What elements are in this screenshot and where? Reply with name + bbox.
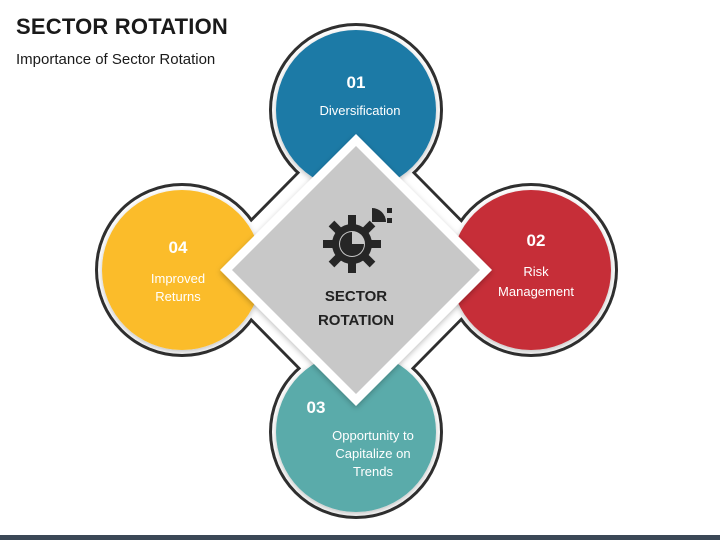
page-subtitle: Importance of Sector Rotation [16, 51, 216, 68]
center-title-line-2: ROTATION [318, 312, 394, 329]
circle-diversification [276, 30, 436, 190]
circle-opportunity [276, 352, 436, 512]
item-label-diversification: Diversification [320, 103, 401, 118]
item-label-capitalize: Capitalize on [335, 446, 410, 461]
circle-risk-management [451, 190, 611, 350]
item-number-02: 02 [527, 231, 546, 250]
item-label-improved: Improved [151, 271, 205, 286]
circle-improved-returns [102, 190, 262, 350]
item-label-management: Management [498, 284, 574, 299]
item-label-trends: Trends [353, 464, 393, 479]
item-label-risk: Risk [523, 264, 549, 279]
item-label-returns: Returns [155, 289, 201, 304]
gear-pie-chart-icon [323, 208, 392, 273]
item-number-01: 01 [347, 73, 366, 92]
center-title-line-1: SECTOR [325, 288, 387, 305]
bottom-bar [0, 535, 720, 540]
item-number-04: 04 [169, 238, 188, 257]
page-title: SECTOR ROTATION [16, 14, 228, 39]
item-label-opportunity: Opportunity to [332, 428, 414, 443]
item-number-03: 03 [307, 398, 326, 417]
